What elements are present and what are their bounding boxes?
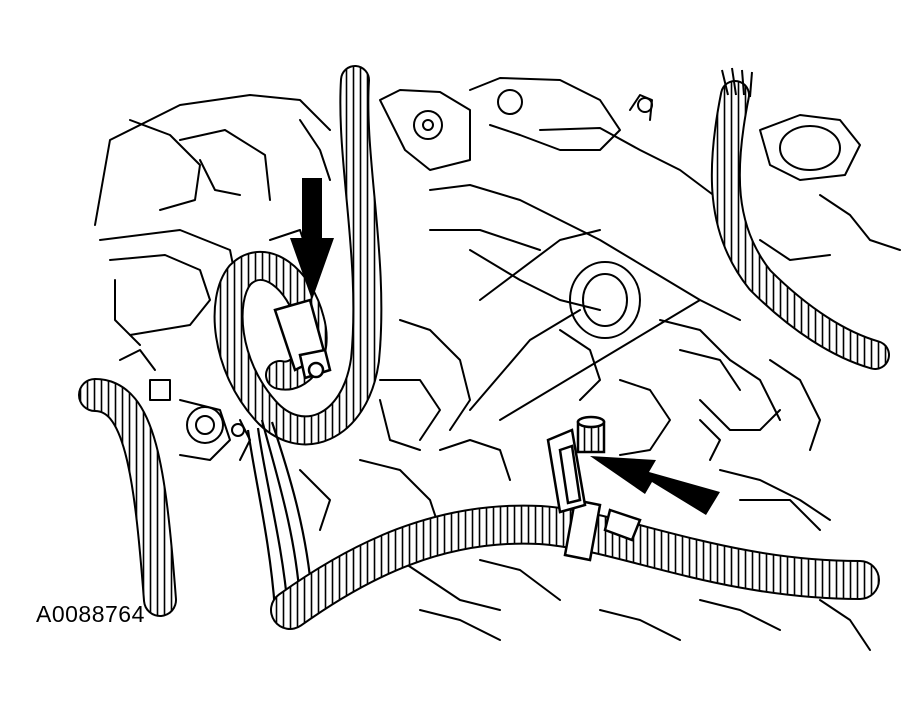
ground-strap — [546, 428, 587, 514]
callout-arrow-left — [590, 456, 720, 515]
ground-stud — [576, 415, 606, 454]
callout-arrow-down — [290, 178, 334, 300]
harness-clip — [563, 498, 642, 562]
harness-connector — [273, 298, 332, 380]
harness-right — [710, 67, 890, 370]
figure-id-label: A0088764 — [36, 601, 145, 627]
harness-bottom — [270, 504, 880, 630]
thin-wires — [246, 419, 314, 611]
harness-left — [78, 378, 177, 617]
